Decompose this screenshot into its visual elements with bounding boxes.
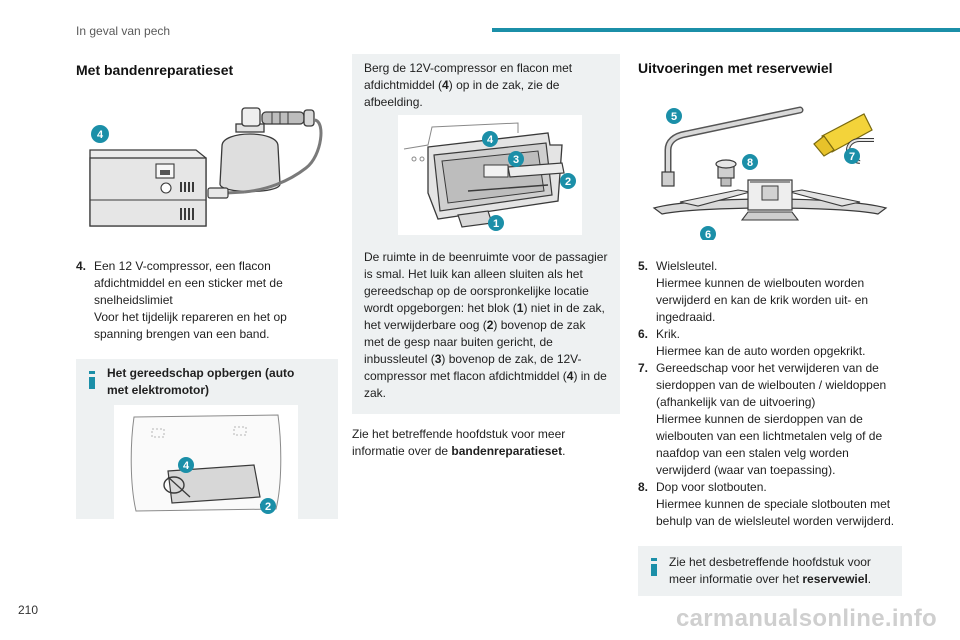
bag-in-footwell-illustration: 4 3 2 1 <box>398 115 582 235</box>
list-item: 8. Dop voor slotbouten.Hiermee kunnen de… <box>638 480 895 528</box>
column-tyre-repair-kit: Met bandenreparatieset <box>76 54 338 521</box>
wheel-wrench <box>661 106 804 187</box>
spare-wheel-tools-illustration: 5 8 7 6 <box>652 106 888 240</box>
hubcap-removal-tool <box>813 113 874 164</box>
list-item: 4. Een 12 V-compressor, een flacon afdic… <box>76 259 287 341</box>
heading-spare-wheel: Uitvoeringen met reservewiel <box>638 60 833 76</box>
badge-2-icon: 2 <box>260 498 276 514</box>
svg-text:4: 4 <box>97 129 104 141</box>
storage-bag-illustration: 4 2 <box>114 405 298 521</box>
list-item: 7. Gereedschap voor het verwijderen van … <box>638 361 887 477</box>
car-jack <box>652 179 888 221</box>
svg-text:4: 4 <box>487 134 494 146</box>
badge-4-icon: 4 <box>482 131 498 147</box>
svg-text:5: 5 <box>671 111 677 123</box>
badge-5-icon: 5 <box>666 108 682 124</box>
heading-tyre-repair-kit: Met bandenreparatieset <box>76 62 234 78</box>
badge-3-icon: 3 <box>508 151 524 167</box>
badge-4-icon: 4 <box>91 125 109 143</box>
spare-wheel-note-box: Zie het desbetreffende hoofdstuk voor me… <box>638 546 902 596</box>
page-number: 210 <box>18 603 39 617</box>
storage-instructions-box: Berg de 12V-compressor en flacon met afd… <box>352 54 620 414</box>
list-item: 6. Krik.Hiermee kan de auto worden opgek… <box>638 327 866 358</box>
info-marker-icon <box>89 371 95 392</box>
section-header-title: In geval van pech <box>76 24 171 38</box>
column-spare-wheel: Uitvoeringen met reservewiel <box>638 54 902 596</box>
svg-text:2: 2 <box>265 501 271 513</box>
locking-bolt-cap <box>715 159 737 187</box>
repair-kit-reference: Zie het betreffende hoofdstuk voor meer … <box>352 427 566 458</box>
compressor-box <box>89 149 207 227</box>
watermark: carmanualsonline.info <box>676 605 938 632</box>
spare-wheel-reference: Zie het desbetreffende hoofdstuk voor me… <box>669 555 872 586</box>
storage-paragraph-1: Berg de 12V-compressor en flacon met afd… <box>364 61 573 109</box>
storage-paragraph-2: De ruimte in de beenruimte voor de passa… <box>364 250 608 400</box>
svg-text:3: 3 <box>513 154 519 166</box>
header-accent-bar <box>492 28 960 32</box>
badge-4-icon: 4 <box>178 457 194 473</box>
svg-text:4: 4 <box>183 460 190 472</box>
svg-text:6: 6 <box>705 229 711 240</box>
badge-2-icon: 2 <box>560 173 576 189</box>
tool-item-list: 4. Een 12 V-compressor, een flacon afdic… <box>76 258 338 343</box>
svg-text:7: 7 <box>849 151 855 163</box>
info-marker-icon <box>651 558 657 579</box>
compressor-illustration: 4 <box>89 107 323 227</box>
spare-wheel-tool-list: 5. Wielsleutel.Hiermee kunnen de wielbou… <box>638 258 900 530</box>
badge-1-icon: 1 <box>488 215 504 231</box>
column-storage-instructions: Berg de 12V-compressor en flacon met afd… <box>352 54 620 460</box>
storage-note-title: Het gereedschap opbergen (auto met elekt… <box>107 366 295 397</box>
sealant-bottle <box>219 107 315 193</box>
badge-6-icon: 6 <box>700 226 716 240</box>
badge-8-icon: 8 <box>742 154 758 170</box>
storage-note-box: Het gereedschap opbergen (auto met elekt… <box>76 359 338 521</box>
svg-text:8: 8 <box>747 157 753 169</box>
badge-7-icon: 7 <box>844 148 860 164</box>
list-item: 5. Wielsleutel.Hiermee kunnen de wielbou… <box>638 259 869 324</box>
svg-text:2: 2 <box>565 176 571 188</box>
svg-text:1: 1 <box>493 218 499 230</box>
